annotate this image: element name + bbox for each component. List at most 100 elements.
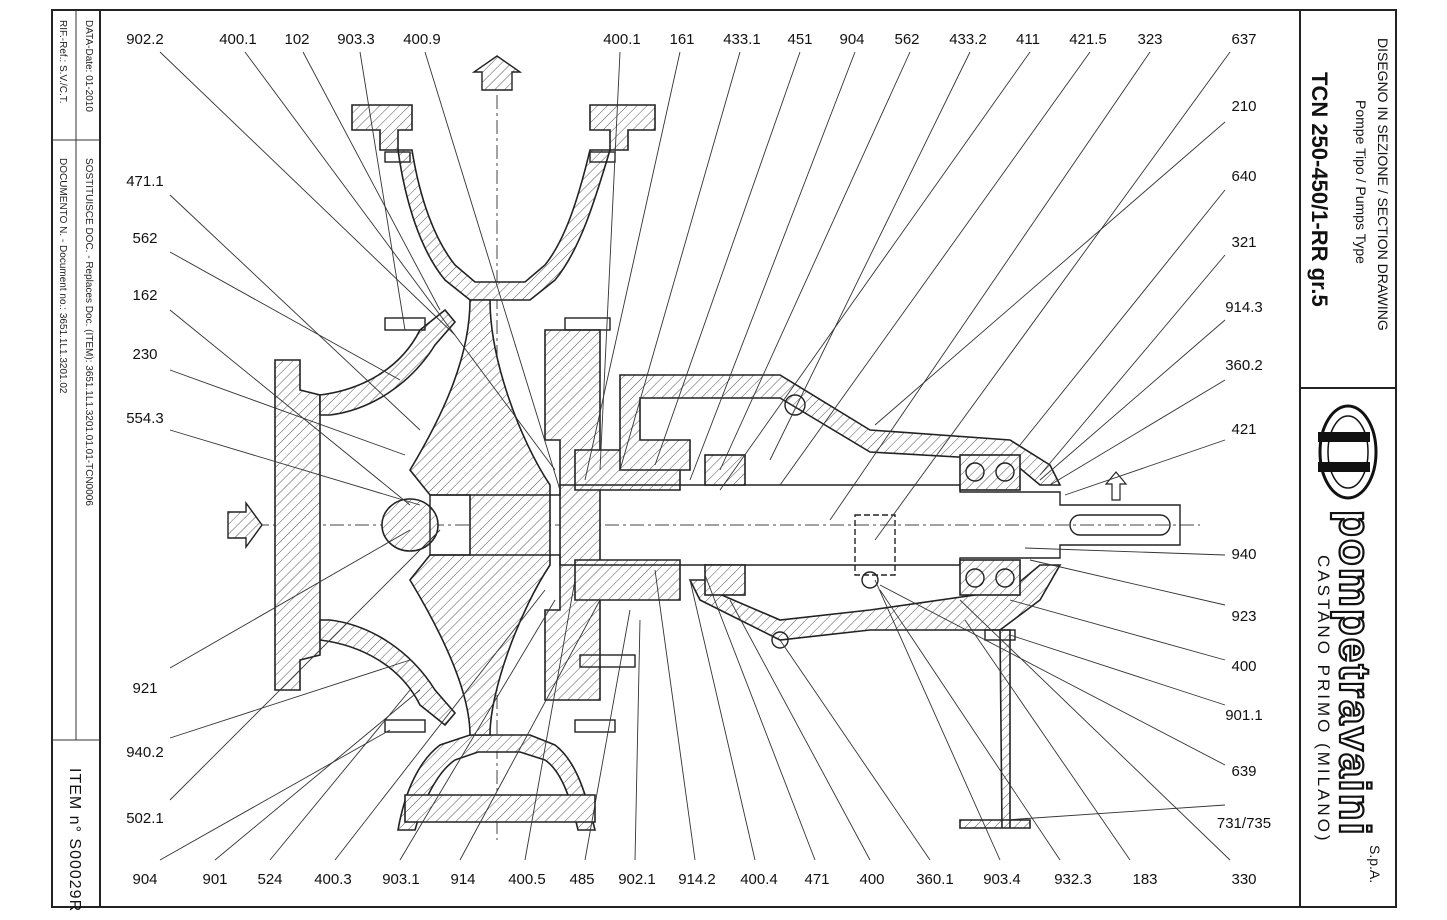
part-labels-left: 471.1 562 162 230 554.3 921 940.2 502.1 (126, 173, 164, 827)
label-bottom-4: 903.1 (382, 871, 420, 888)
drain-plug (771, 631, 789, 649)
suction-arrow-icon (227, 500, 263, 550)
replaces-document: SOSTITUISCE DOC. - Replaces Doc. (ITEM):… (83, 158, 94, 506)
part-labels-bottom: 904 901 524 400.3 903.1 914 400.5 485 90… (132, 871, 1256, 888)
impeller (409, 299, 551, 736)
label-bottom-6: 400.5 (508, 871, 546, 888)
label-top-15: 637 (1231, 31, 1256, 48)
brand-name: pompetravaini (1330, 510, 1379, 837)
suction-flange (274, 359, 321, 691)
label-top-12: 411 (1016, 31, 1040, 48)
label-right-0: 210 (1231, 98, 1256, 115)
label-top-7: 433.1 (723, 31, 761, 48)
label-bottom-1: 901 (202, 871, 227, 888)
title-block: DISEGNO IN SEZIONE / SECTION DRAWING Pom… (1307, 38, 1391, 883)
label-left-6: 940.2 (126, 744, 164, 761)
suction-cover-lower (319, 619, 457, 727)
label-bottom-5: 914 (450, 871, 475, 888)
label-bottom-15: 932.3 (1054, 871, 1092, 888)
label-top-13: 421.5 (1069, 31, 1107, 48)
label-left-4: 554.3 (126, 410, 164, 427)
casing-cover (544, 329, 601, 701)
support-foot (959, 629, 1031, 829)
label-right-10: 639 (1231, 763, 1256, 780)
label-bottom-16: 183 (1132, 871, 1157, 888)
side-strip: RIF.-Ref.: S.V./C.T. DATA-Date: 01-2010 … (57, 20, 94, 912)
label-left-3: 230 (132, 346, 157, 363)
label-right-4: 360.2 (1225, 357, 1263, 374)
label-bottom-2: 524 (257, 871, 282, 888)
company-logo (1318, 404, 1378, 500)
lifting-eye (784, 394, 806, 416)
pump-model: TCN 250-450/1-RR gr.5 (1307, 72, 1332, 307)
brand-suffix: S.p.A. (1367, 845, 1383, 883)
label-left-5: 921 (132, 680, 157, 697)
volute-upper (397, 149, 612, 301)
label-left-7: 502.1 (126, 810, 164, 827)
label-bottom-10: 400.4 (740, 871, 778, 888)
pump-shaft (429, 484, 1181, 566)
ref-text: RIF.-Ref.: S.V./C.T. (57, 20, 68, 104)
drawing-frame (51, 9, 1397, 908)
label-top-6: 161 (669, 31, 694, 48)
ball-bearing-inboard (704, 454, 746, 596)
label-right-8: 400 (1231, 658, 1256, 675)
ball-bearing-outboard (959, 454, 1021, 596)
label-right-11: 731/735 (1217, 815, 1271, 832)
document-number: DOCUMENTO N. - Document no.: 3651.1L1.32… (57, 158, 68, 394)
discharge-flange (351, 104, 413, 151)
label-right-9: 901.1 (1225, 707, 1263, 724)
label-right-3: 914.3 (1225, 299, 1263, 316)
label-left-1: 562 (132, 230, 157, 247)
label-bottom-17: 330 (1231, 871, 1256, 888)
label-left-2: 162 (132, 287, 157, 304)
rotation-arrow-icon (1104, 471, 1128, 501)
bearing-bracket-upper (619, 374, 1062, 486)
suction-cover (319, 308, 457, 416)
pump-type-label: Pompe Tipo / Pumps Type (1353, 100, 1369, 264)
volute-lower (397, 734, 597, 831)
label-top-8: 451 (787, 31, 812, 48)
drawing-type: DISEGNO IN SEZIONE / SECTION DRAWING (1375, 38, 1391, 331)
label-bottom-13: 360.1 (916, 871, 954, 888)
label-bottom-0: 904 (132, 871, 157, 888)
label-top-5: 400.1 (603, 31, 641, 48)
bolts (384, 151, 1016, 733)
label-bottom-12: 400 (859, 871, 884, 888)
label-right-7: 923 (1231, 608, 1256, 625)
date-text: DATA-Date: 01-2010 (83, 20, 94, 112)
label-top-4: 400.9 (403, 31, 441, 48)
key (1069, 514, 1171, 536)
label-top-11: 433.2 (949, 31, 987, 48)
label-bottom-14: 903.4 (983, 871, 1021, 888)
oil-sight-glass (854, 514, 896, 576)
item-number: ITEM n° S00029R (66, 768, 83, 912)
label-bottom-7: 485 (569, 871, 594, 888)
label-top-0: 902.2 (126, 31, 164, 48)
label-bottom-3: 400.3 (314, 871, 352, 888)
label-right-2: 321 (1231, 234, 1256, 251)
label-top-10: 562 (894, 31, 919, 48)
part-labels-right: 210 640 321 914.3 360.2 421 940 923 400 … (1217, 98, 1271, 832)
label-top-14: 323 (1137, 31, 1162, 48)
discharge-flange-right (589, 104, 656, 151)
leader-lines (159, 51, 1231, 861)
label-right-1: 640 (1231, 168, 1256, 185)
oil-level-plug (861, 571, 879, 589)
pump-cross-section (227, 55, 1200, 840)
label-top-3: 903.3 (337, 31, 375, 48)
part-labels-top: 902.2 400.1 102 903.3 400.9 400.1 161 43… (126, 31, 1256, 48)
label-left-0: 471.1 (126, 173, 164, 190)
label-bottom-8: 902.1 (618, 871, 656, 888)
company-location: CASTANO PRIMO (MILANO) (1314, 555, 1333, 844)
label-top-2: 102 (284, 31, 309, 48)
label-right-6: 940 (1231, 546, 1256, 563)
foot-base (404, 794, 596, 823)
label-bottom-9: 914.2 (678, 871, 716, 888)
label-right-5: 421 (1231, 421, 1256, 438)
label-top-9: 904 (839, 31, 864, 48)
discharge-arrow-icon (471, 55, 523, 91)
label-top-1: 400.1 (219, 31, 257, 48)
label-bottom-11: 471 (804, 871, 829, 888)
